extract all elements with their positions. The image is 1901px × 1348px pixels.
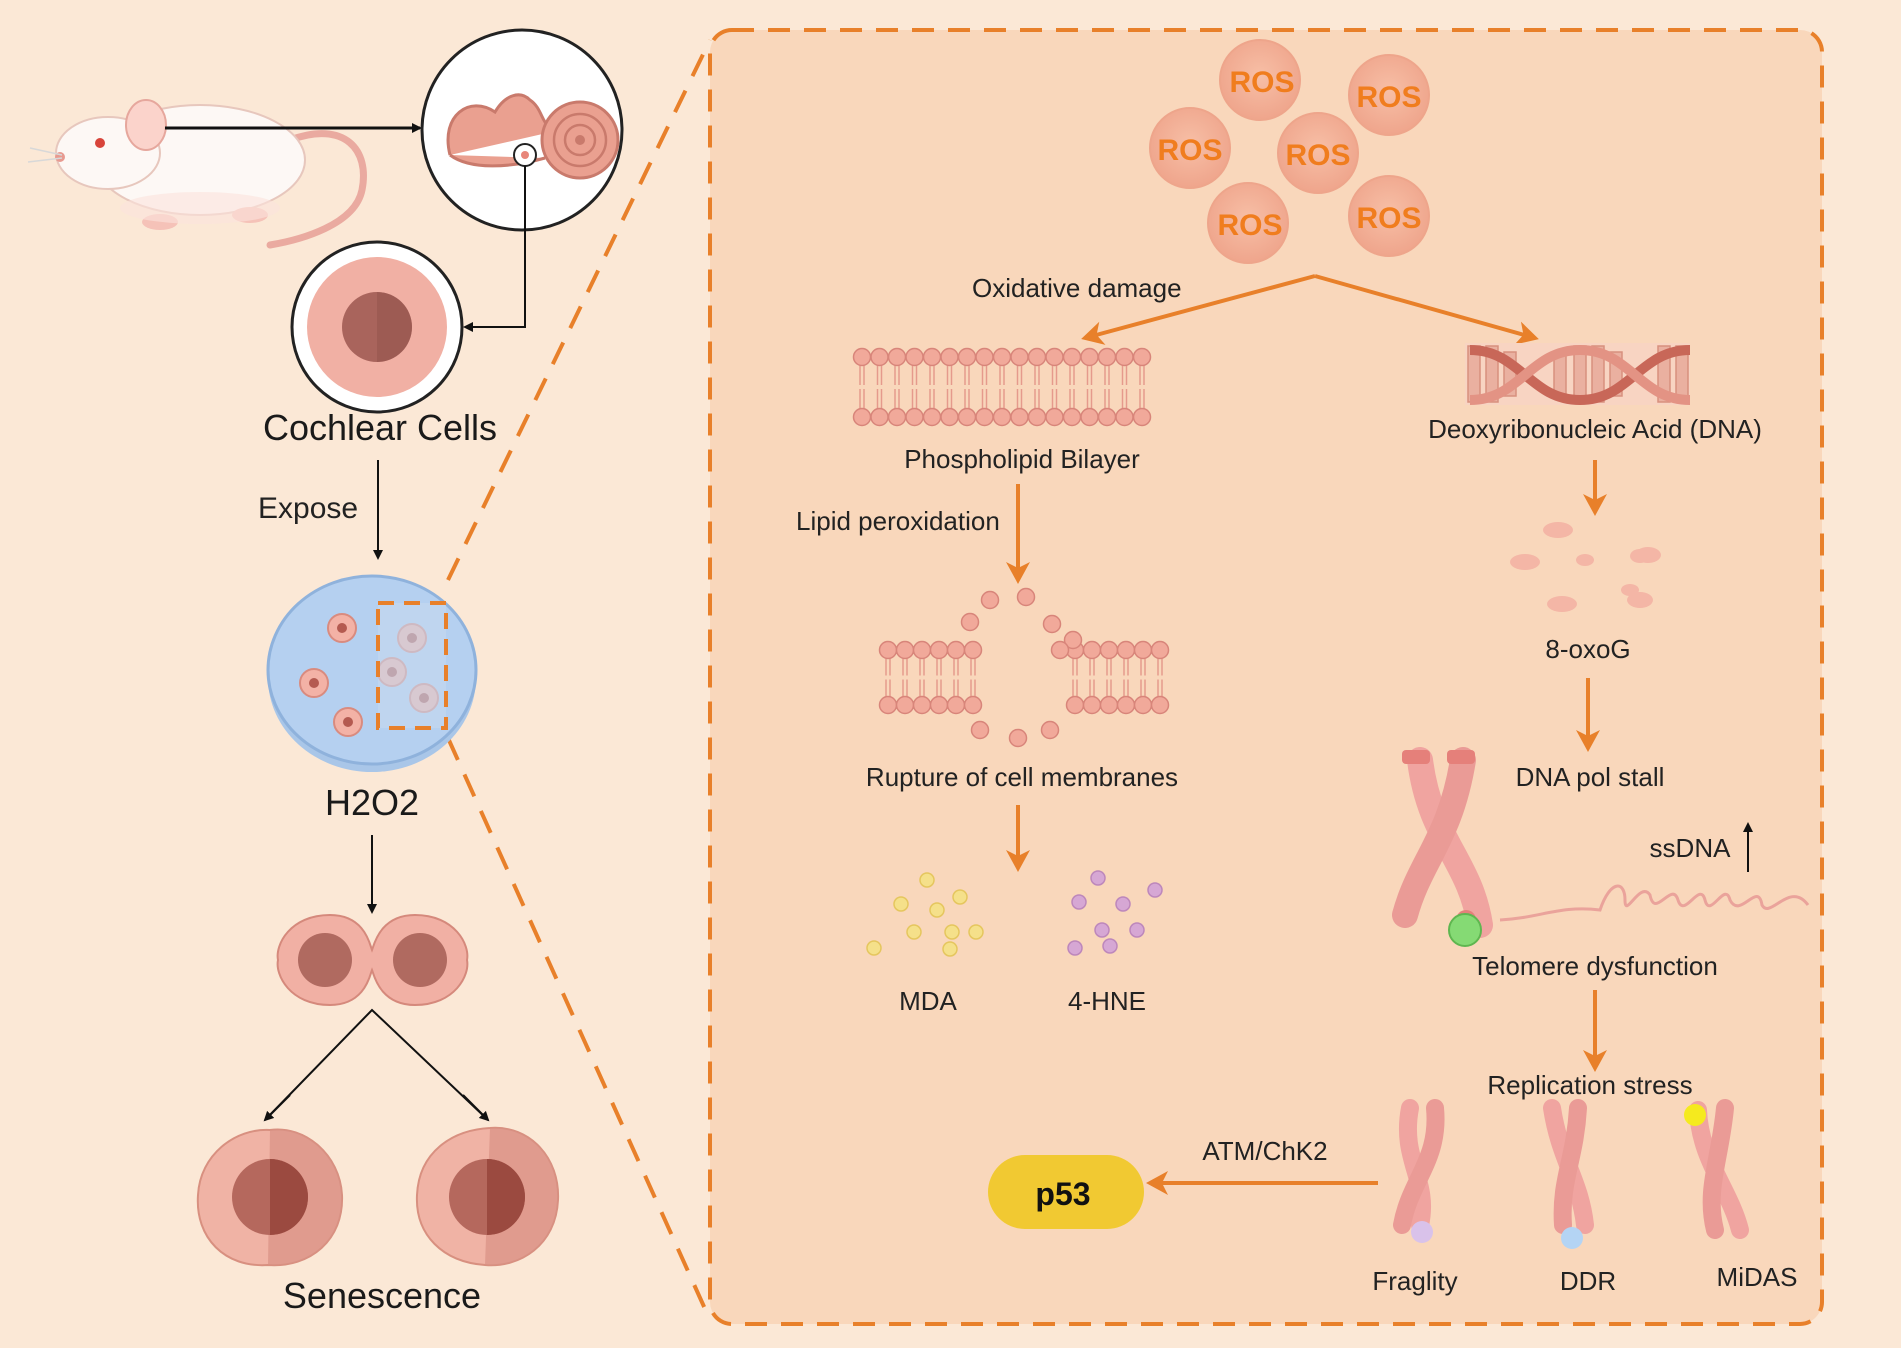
cochlea-to-cell-arrow — [463, 166, 526, 332]
ddr-label: DDR — [1560, 1266, 1616, 1296]
ros-particle — [1348, 175, 1430, 257]
replication-stress-label: Replication stress — [1487, 1070, 1692, 1100]
ros-particle — [1207, 182, 1289, 264]
phospholipid-bilayer — [852, 347, 1152, 427]
telomere-label: Telomere dysfunction — [1472, 951, 1718, 981]
ros-particle — [1149, 107, 1231, 189]
hne-molecules — [1067, 870, 1163, 956]
oxog-label: 8-oxoG — [1545, 634, 1630, 664]
ros-label: ROS — [1285, 139, 1350, 172]
mda-molecules — [866, 872, 984, 957]
ros-particle — [1277, 112, 1359, 194]
midas-label: MiDAS — [1717, 1262, 1798, 1292]
chromosome-telomere — [1392, 747, 1810, 947]
ros-label: ROS — [1356, 202, 1421, 235]
ros-label: ROS — [1157, 134, 1222, 167]
mda-label: MDA — [899, 986, 957, 1016]
ros-label: ROS — [1217, 209, 1282, 242]
cochlear-cell — [290, 240, 464, 414]
mouse-illustration — [27, 99, 367, 249]
p53-label: p53 — [1035, 1176, 1090, 1212]
senescence-branch-lines — [264, 1008, 489, 1121]
phospholipid-bilayer-label: Phospholipid Bilayer — [904, 444, 1140, 474]
chromosome-fragility — [1393, 1099, 1445, 1243]
petri-dish — [266, 574, 478, 772]
rupture-label: Rupture of cell membranes — [866, 762, 1178, 792]
chromosome-ddr — [1543, 1099, 1594, 1249]
senescent-cell-right — [415, 1126, 560, 1267]
senescent-cell-left — [196, 1128, 344, 1267]
hne-label: 4-HNE — [1068, 986, 1146, 1016]
cochlear-cells-label: Cochlear Cells — [263, 407, 497, 448]
senescence-arrow-left — [263, 1094, 291, 1122]
lipid-peroxidation-label: Lipid peroxidation — [796, 506, 1000, 536]
expose-label: Expose — [258, 492, 358, 525]
ros-particle — [1348, 54, 1430, 136]
chromosome-midas — [1684, 1099, 1749, 1239]
zoom-line-top — [446, 39, 712, 581]
oxidative-damage-label: Oxidative damage — [972, 273, 1182, 303]
ros-label: ROS — [1229, 66, 1294, 99]
h2o2-label: H2O2 — [325, 782, 419, 823]
atm-chk2-label: ATM/ChK2 — [1202, 1136, 1327, 1166]
polstall-label: DNA pol stall — [1516, 762, 1665, 792]
ros-cluster: ROS ROS ROS ROS ROS ROS — [1149, 39, 1430, 264]
dna-helix — [1465, 343, 1691, 406]
senescence-label: Senescence — [283, 1275, 481, 1316]
ros-particle — [1219, 39, 1301, 121]
dna-label: Deoxyribonucleic Acid (DNA) — [1428, 414, 1762, 444]
ruptured-membrane — [878, 587, 1170, 748]
zoom-line-bottom — [446, 737, 712, 1321]
ros-to-dna-arrow — [1314, 274, 1539, 345]
dividing-cell — [276, 913, 469, 1007]
ros-to-membrane-arrow — [1081, 274, 1316, 345]
ssdna-label: ssDNA — [1650, 833, 1732, 863]
oxog-fragments — [1510, 522, 1661, 612]
cochlea-illustration — [420, 28, 624, 232]
fragility-label: Fraglity — [1372, 1266, 1457, 1296]
p53-pill — [988, 1155, 1144, 1229]
senescence-arrow-right — [462, 1094, 490, 1122]
ros-label: ROS — [1356, 81, 1421, 114]
